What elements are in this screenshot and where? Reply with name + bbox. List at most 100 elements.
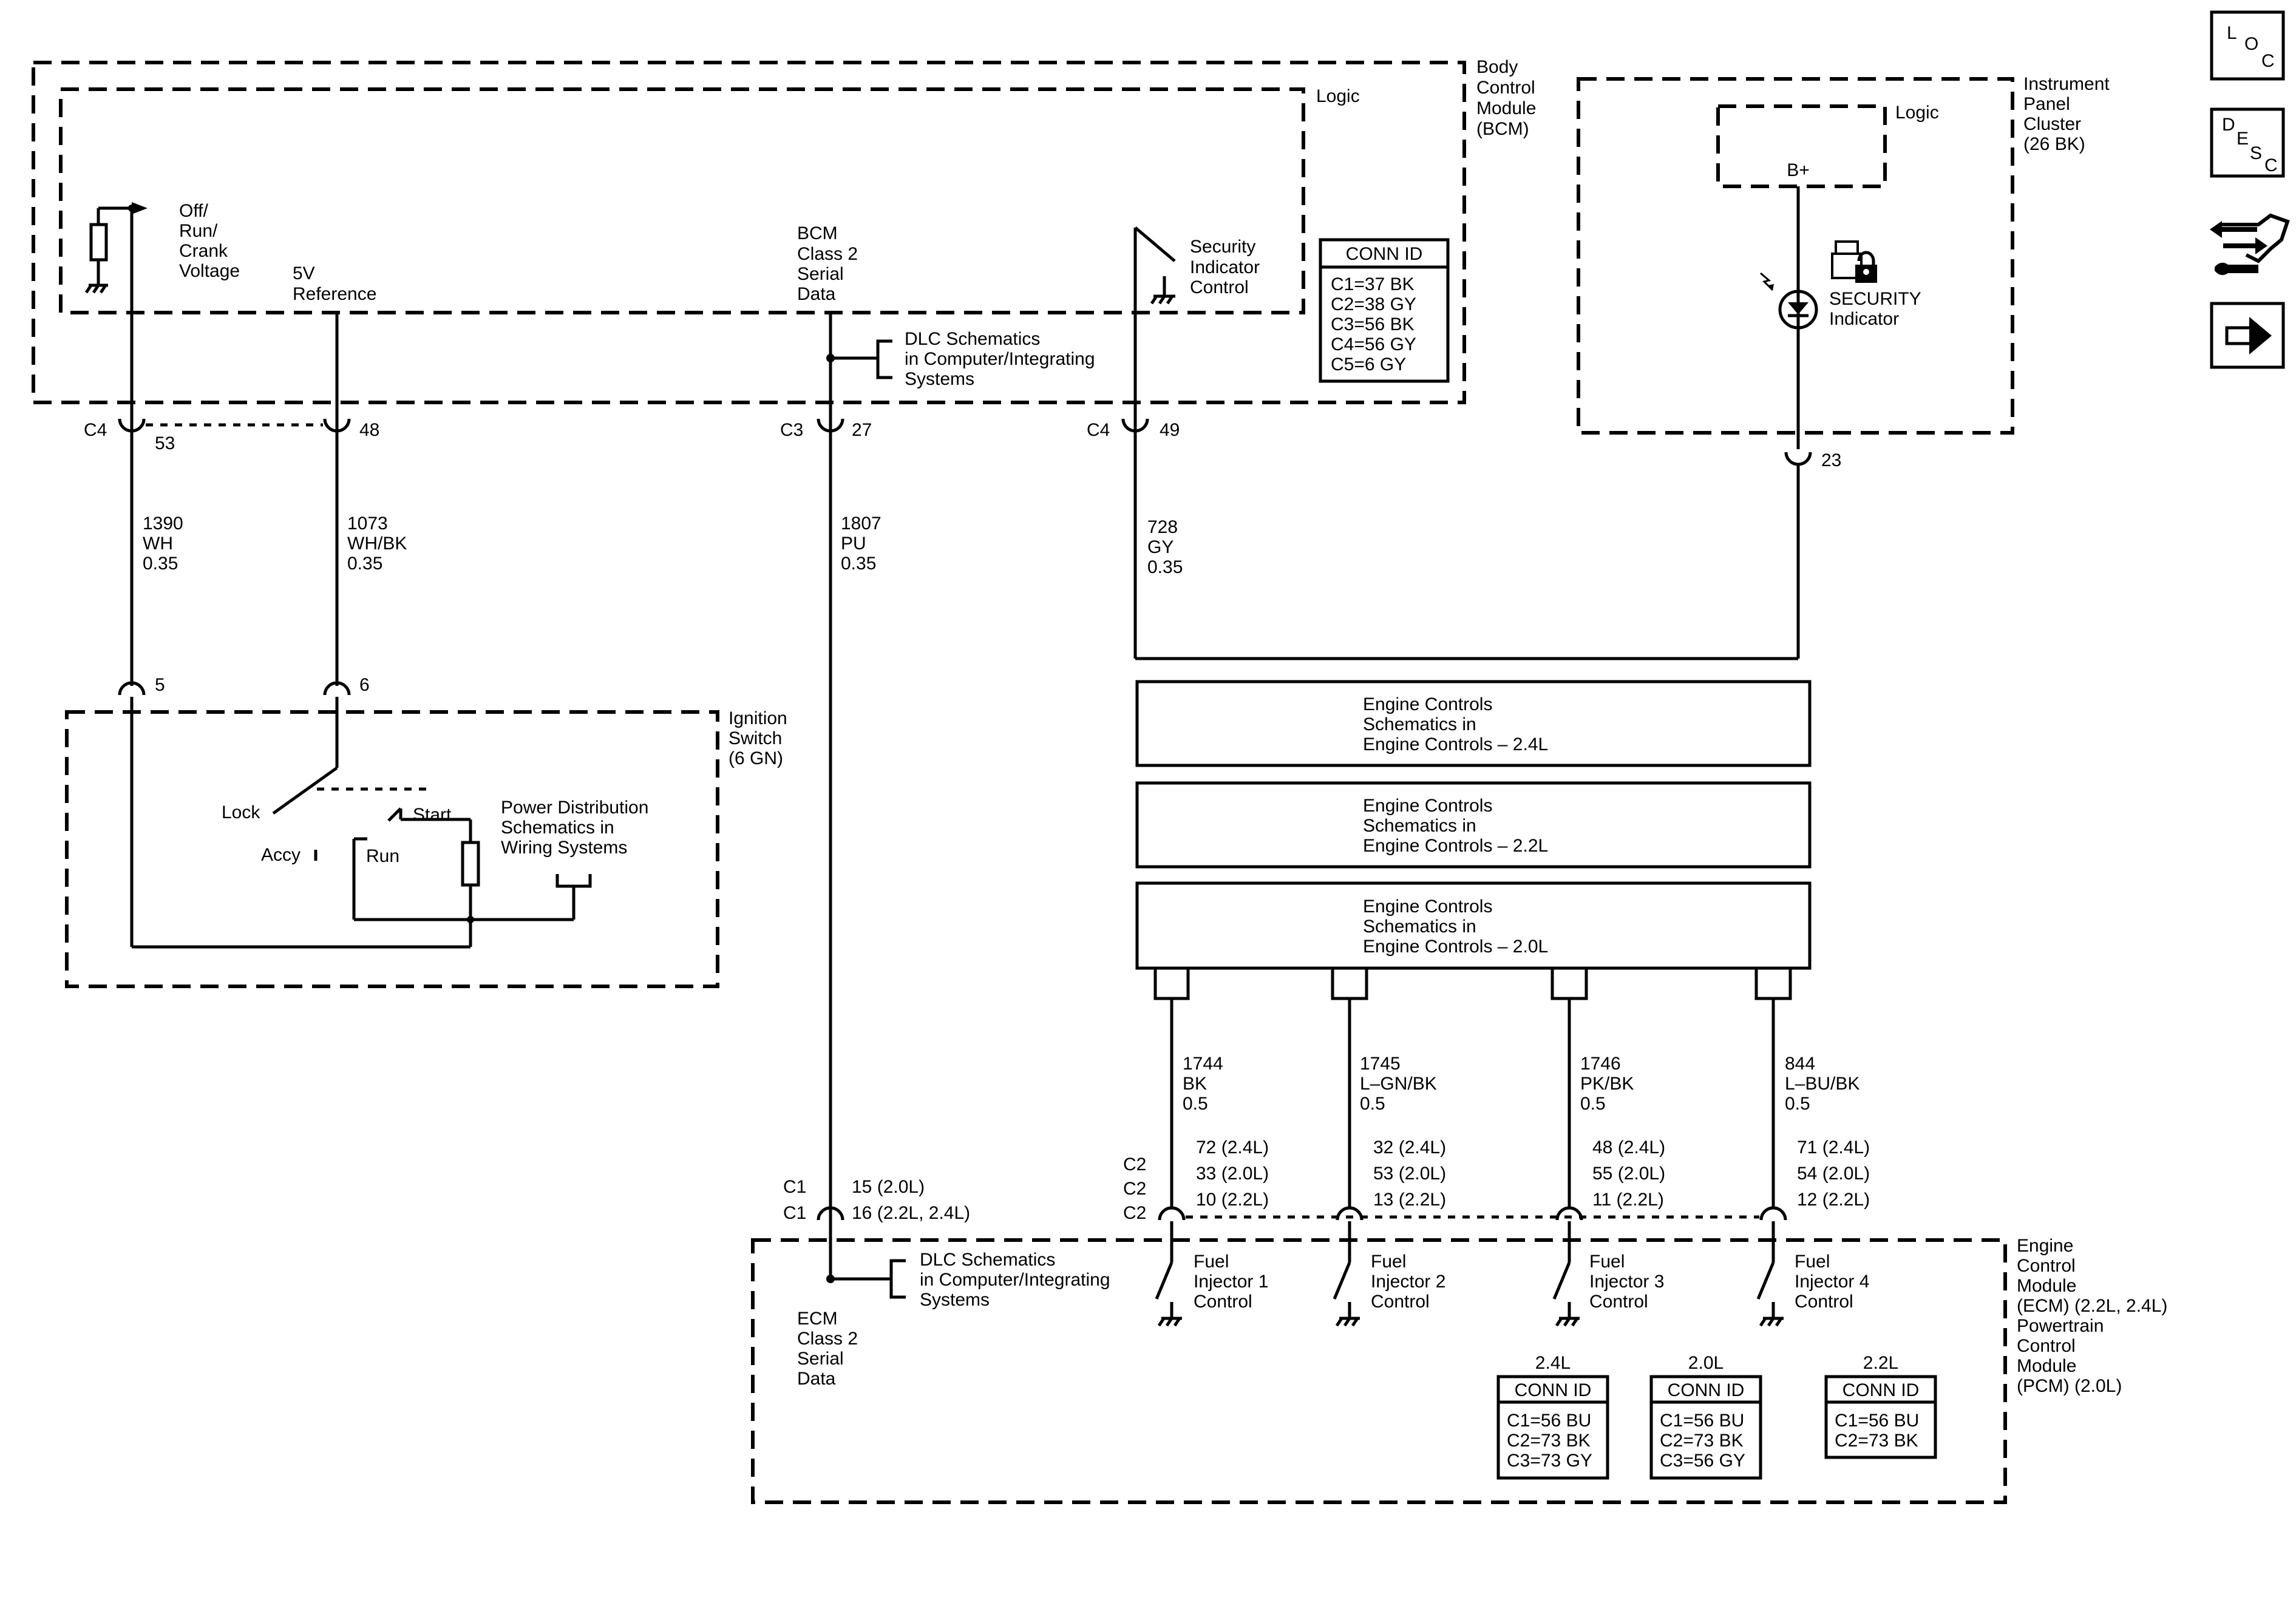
svg-text:Engine Controls: Engine Controls xyxy=(1363,796,1492,816)
svg-text:Engine Controls: Engine Controls xyxy=(1363,694,1492,714)
dlc-ref-bottom[interactable]: DLC Schematics in Computer/Integrating S… xyxy=(920,1250,1110,1310)
svg-text:C3=56 BK: C3=56 BK xyxy=(1331,314,1415,334)
svg-text:Indicator: Indicator xyxy=(1190,257,1260,277)
svg-text:C4: C4 xyxy=(84,420,107,440)
dlc-ref-top[interactable]: DLC Schematics in Computer/Integrating S… xyxy=(905,329,1095,389)
lock-label: Lock xyxy=(222,802,260,822)
injector-4-driver xyxy=(1756,1206,1787,1327)
svg-text:Fuel: Fuel xyxy=(1795,1252,1830,1272)
svg-text:Wiring Systems: Wiring Systems xyxy=(501,838,627,858)
svg-text:Control: Control xyxy=(1371,1292,1430,1312)
svg-text:GY: GY xyxy=(1147,537,1173,557)
bcm-logic-outline xyxy=(59,87,1305,314)
injector-1-driver xyxy=(1155,1206,1186,1327)
svg-text:PU: PU xyxy=(841,534,866,554)
svg-text:Cluster: Cluster xyxy=(2023,114,2081,134)
svg-text:L–GN/BK: L–GN/BK xyxy=(1360,1074,1437,1094)
svg-text:(6 GN): (6 GN) xyxy=(729,748,783,768)
svg-text:5: 5 xyxy=(155,675,165,695)
svg-text:C1=56 BU: C1=56 BU xyxy=(1660,1411,1744,1431)
svg-text:Voltage: Voltage xyxy=(179,261,240,281)
injector-3-label: Fuel Injector 3 Control xyxy=(1589,1252,1664,1312)
bcm-logic-label: Logic xyxy=(1316,86,1360,106)
wire-1807-label: 1807 PU 0.35 xyxy=(841,514,881,574)
ecm-conn-id-2-2l: 2.2L CONN ID C1=56 BU C2=73 BK xyxy=(1824,1353,1937,1459)
injector-2-pins: 32 (2.4L) 53 (2.0L) 13 (2.2L) xyxy=(1373,1137,1446,1210)
bcm-serial-label: BCM Class 2 Serial Data xyxy=(797,223,858,304)
svg-text:0.35: 0.35 xyxy=(841,554,876,574)
svg-text:BCM: BCM xyxy=(797,223,838,243)
svg-text:C2: C2 xyxy=(1123,1154,1146,1175)
svg-text:Crank: Crank xyxy=(179,241,228,261)
ecm-c1-connector: C1 C1 15 (2.0L) 16 (2.2L, 2.4L) xyxy=(783,1177,970,1223)
power-distribution-ref[interactable]: Power Distribution Schematics in Wiring … xyxy=(501,798,648,858)
svg-text:C1=56 BU: C1=56 BU xyxy=(1507,1411,1591,1431)
ecm-outline xyxy=(751,1238,2007,1504)
injector-wire-stubs xyxy=(1153,968,1792,1208)
svg-text:C2=38 GY: C2=38 GY xyxy=(1331,294,1416,314)
svg-text:C2: C2 xyxy=(1123,1179,1146,1199)
svg-text:in Computer/Integrating: in Computer/Integrating xyxy=(920,1270,1110,1290)
svg-text:Reference: Reference xyxy=(293,284,376,304)
ipc-logic-label: Logic xyxy=(1895,103,1939,123)
next-button[interactable] xyxy=(2210,302,2285,369)
svg-text:Control: Control xyxy=(1589,1292,1648,1312)
loc-button[interactable]: L O C xyxy=(2210,10,2285,81)
svg-text:C2=73 BK: C2=73 BK xyxy=(1660,1431,1744,1451)
svg-text:CONN ID: CONN ID xyxy=(1843,1380,1920,1400)
svg-text:(26 BK): (26 BK) xyxy=(2023,134,2085,154)
security-led-icon xyxy=(1760,272,1818,330)
svg-text:27: 27 xyxy=(852,420,872,440)
connector-c3-27: C3 27 xyxy=(780,418,872,440)
wire-1745-label: 1745 L–GN/BK 0.5 xyxy=(1360,1054,1437,1114)
engine-controls-ref-2-4l[interactable]: Engine Controls Schematics in Engine Con… xyxy=(1135,680,1812,767)
svg-text:53: 53 xyxy=(155,433,175,453)
svg-text:Control: Control xyxy=(2017,1256,2076,1276)
svg-text:6: 6 xyxy=(359,675,370,695)
svg-text:C2=73 BK: C2=73 BK xyxy=(1835,1431,1918,1451)
injector-1-pins: 72 (2.4L) 33 (2.0L) 10 (2.2L) xyxy=(1196,1137,1269,1210)
svg-text:Control: Control xyxy=(1476,78,1535,98)
svg-text:CONN ID: CONN ID xyxy=(1346,244,1423,264)
svg-text:32 (2.4L): 32 (2.4L) xyxy=(1373,1137,1446,1158)
bplus-label: B+ xyxy=(1787,160,1810,180)
svg-text:Instrument: Instrument xyxy=(2023,74,2110,94)
svg-text:Security: Security xyxy=(1190,237,1255,257)
svg-text:C4: C4 xyxy=(1087,420,1110,440)
security-control-label: Security Indicator Control xyxy=(1190,237,1260,297)
svg-text:C4=56 GY: C4=56 GY xyxy=(1331,334,1416,354)
desc-button[interactable]: D E S C xyxy=(2210,107,2285,178)
svg-text:0.5: 0.5 xyxy=(1785,1094,1810,1114)
svg-text:Run/: Run/ xyxy=(179,221,218,241)
ecm-name: Engine Control Module (ECM) (2.2L, 2.4L)… xyxy=(2017,1236,2167,1396)
injector-4-pins: 71 (2.4L) 54 (2.0L) 12 (2.2L) xyxy=(1797,1137,1870,1210)
svg-text:1744: 1744 xyxy=(1183,1054,1223,1074)
svg-text:in Computer/Integrating: in Computer/Integrating xyxy=(905,349,1095,369)
svg-text:Schematics in: Schematics in xyxy=(501,818,614,838)
connector-icon[interactable] xyxy=(2210,213,2290,276)
svg-text:L: L xyxy=(2227,23,2237,43)
svg-text:CONN ID: CONN ID xyxy=(1515,1380,1592,1400)
svg-text:SECURITY: SECURITY xyxy=(1829,289,1921,309)
svg-text:Engine Controls: Engine Controls xyxy=(1363,897,1492,917)
svg-text:Fuel: Fuel xyxy=(1589,1252,1625,1272)
svg-text:C3=56 GY: C3=56 GY xyxy=(1660,1451,1745,1471)
bcm-name: Body Control Module (BCM) xyxy=(1476,57,1536,139)
svg-text:54 (2.0L): 54 (2.0L) xyxy=(1797,1164,1870,1184)
ipc-logic-outline xyxy=(1716,104,1887,188)
svg-text:5V: 5V xyxy=(293,263,315,283)
ignition-switch-contacts xyxy=(130,697,592,949)
engine-controls-ref-2-2l[interactable]: Engine Controls Schematics in Engine Con… xyxy=(1135,781,1812,869)
svg-text:Fuel: Fuel xyxy=(1371,1252,1406,1272)
svg-text:Switch: Switch xyxy=(729,728,782,748)
svg-text:Schematics in: Schematics in xyxy=(1363,714,1476,734)
accy-label: Accy xyxy=(261,845,301,865)
wire-1744-label: 1744 BK 0.5 xyxy=(1183,1054,1223,1114)
engine-controls-ref-2-0l[interactable]: Engine Controls Schematics in Engine Con… xyxy=(1135,881,1812,970)
svg-text:11 (2.2L): 11 (2.2L) xyxy=(1592,1190,1664,1210)
svg-text:Systems: Systems xyxy=(920,1290,990,1310)
ecm-serial-label: ECM Class 2 Serial Data xyxy=(797,1309,858,1389)
svg-text:55 (2.0L): 55 (2.0L) xyxy=(1592,1164,1665,1184)
svg-text:D: D xyxy=(2222,115,2235,135)
wire-1073-label: 1073 WH/BK 0.35 xyxy=(347,514,407,574)
